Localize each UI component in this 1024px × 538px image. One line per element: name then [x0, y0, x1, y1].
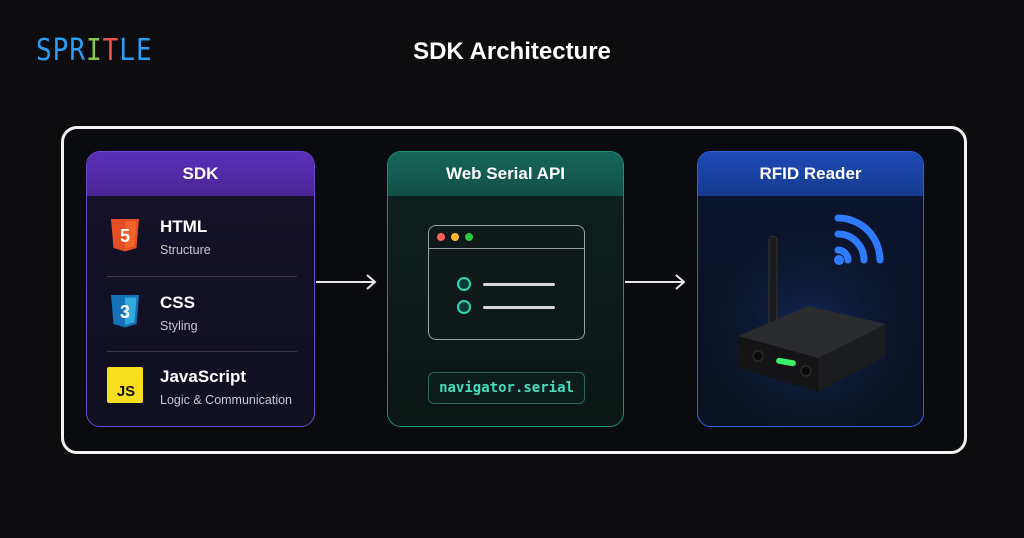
sdk-panel: SDK 5 HTML Structure 3 CSS Styling JS Ja… — [86, 151, 315, 427]
logo-letter: S — [36, 33, 53, 69]
red-dot-icon — [437, 233, 445, 241]
tech-name: JavaScript — [160, 367, 246, 386]
arrow-right-icon — [625, 274, 686, 290]
tech-description: Styling — [160, 319, 198, 333]
tech-item-css: 3 CSS Styling — [107, 283, 297, 339]
web-serial-panel-title: Web Serial API — [388, 152, 623, 196]
logo-letter: R — [69, 33, 86, 69]
tech-name: HTML — [160, 217, 208, 236]
wifi-signal-icon — [834, 214, 884, 264]
html5-icon: 5 — [111, 219, 139, 252]
svg-text:3: 3 — [120, 302, 130, 322]
svg-text:JS: JS — [117, 383, 135, 400]
rfid-reader-device-icon — [698, 196, 923, 426]
page-title: SDK Architecture — [413, 38, 611, 65]
tech-item-javascript: JS JavaScript Logic & Communication — [107, 357, 297, 413]
js-icon: JS — [107, 367, 143, 403]
tech-name: CSS — [160, 293, 195, 312]
tech-description: Logic & Communication — [160, 393, 293, 407]
logo: SPRITLE — [36, 34, 153, 69]
list-line-icon — [457, 300, 557, 314]
yellow-dot-icon — [451, 233, 459, 241]
logo-letter: T — [102, 33, 120, 69]
code-label: navigator.serial — [428, 372, 585, 404]
svg-text:5: 5 — [120, 226, 130, 246]
logo-letter: L — [119, 33, 136, 69]
list-line-icon — [457, 277, 557, 291]
browser-window-icon — [428, 225, 585, 340]
divider — [107, 351, 297, 352]
css3-icon: 3 — [111, 295, 139, 328]
green-dot-icon — [465, 233, 473, 241]
divider — [107, 276, 297, 277]
logo-letter: P — [52, 33, 70, 69]
tech-item-html: 5 HTML Structure — [107, 207, 297, 263]
tech-description: Structure — [160, 243, 211, 257]
web-serial-panel: Web Serial API navigator.serial — [387, 151, 624, 427]
rfid-reader-panel: RFID Reader — [697, 151, 924, 427]
logo-letter: I — [85, 33, 103, 69]
logo-letter: E — [135, 33, 153, 69]
arrow-right-icon — [316, 274, 377, 290]
rfid-reader-panel-title: RFID Reader — [698, 152, 923, 196]
sdk-panel-title: SDK — [87, 152, 314, 196]
